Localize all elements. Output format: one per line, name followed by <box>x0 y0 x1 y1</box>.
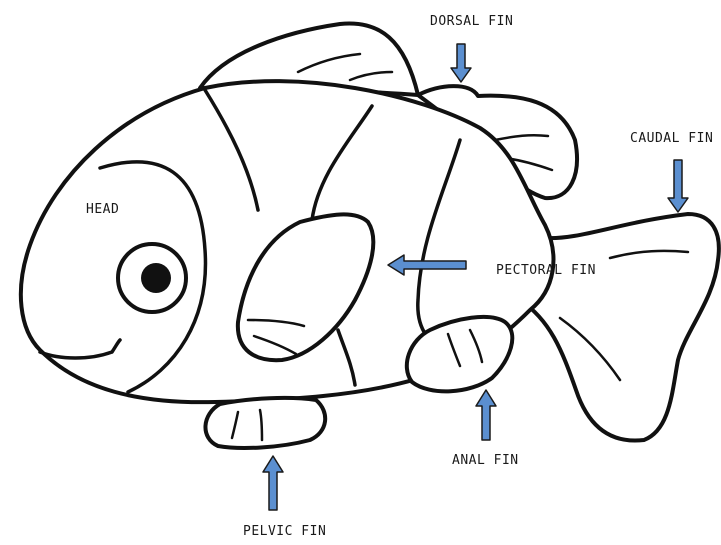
caudal-fin-arrow <box>668 160 688 212</box>
pelvic-fin-label: PELVIC FIN <box>243 524 326 539</box>
dorsal-fin-arrow <box>451 44 471 82</box>
anal-fin-label: ANAL FIN <box>452 453 519 468</box>
dorsal-fin-label: DORSAL FIN <box>430 14 513 29</box>
pelvic-fin-arrow <box>263 456 283 510</box>
eye-pupil <box>141 263 171 293</box>
anal-fin-arrow <box>476 390 496 440</box>
caudal-fin-label: CAUDAL FIN <box>630 131 713 146</box>
head-label: HEAD <box>86 202 119 217</box>
pelvic-fin <box>205 398 325 448</box>
pectoral-fin-label: PECTORAL FIN <box>496 263 596 278</box>
